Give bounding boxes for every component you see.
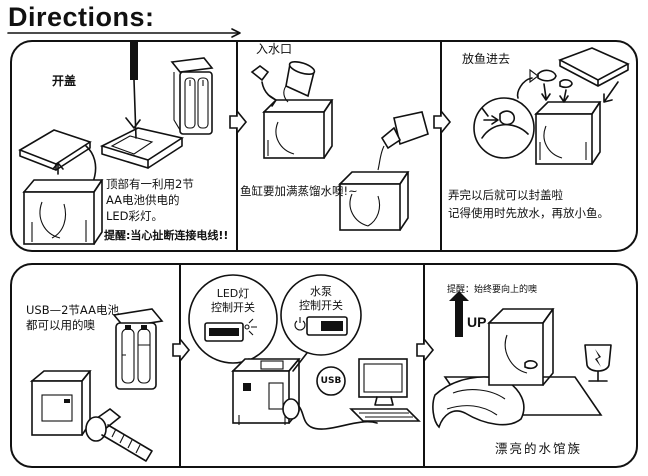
usb-badge-circle <box>316 366 346 396</box>
up-arrow-icon <box>449 291 469 337</box>
step-6-caption: 漂亮的水馆族 <box>495 441 583 456</box>
arrow-right-icon <box>433 108 452 136</box>
water-bottle-icon <box>377 111 429 171</box>
step-2-panel: 入水口 鱼缸要加满蒸馏水噢!~ <box>238 42 440 250</box>
step-2-illustration <box>250 60 429 231</box>
step-4-description: USB—2节AA电池 都可以用的噢 <box>26 303 119 332</box>
fish-tank-icon <box>262 99 334 159</box>
battery-icon <box>112 308 164 390</box>
title-underline <box>7 28 241 38</box>
zoom-circle <box>473 97 535 159</box>
lamp-lid-icon <box>558 47 630 87</box>
battery-icon <box>170 57 214 135</box>
step-1-panel: 开盖 <box>12 42 236 250</box>
monitor-icon <box>349 358 421 422</box>
lamp-lid-icon <box>18 129 92 171</box>
step-5-illustration <box>188 274 421 430</box>
usb-plug-icon <box>85 408 153 462</box>
step-1-warning: 提醒:当心扯断连接电线!! <box>104 229 229 242</box>
step-1-label: 开盖 <box>52 74 77 88</box>
step-2-description: 鱼缸要加满蒸馏水噢!~ <box>240 184 358 198</box>
screwdriver-icon <box>125 42 141 139</box>
up-label: UP <box>467 314 487 330</box>
divider <box>440 40 442 252</box>
usb-badge: USB <box>320 376 342 386</box>
water-cup-icon <box>283 60 316 103</box>
fragile-glass-icon <box>584 344 612 382</box>
fish-tank-icon <box>534 101 602 165</box>
step-6-illustration <box>432 291 612 429</box>
divider <box>236 40 238 252</box>
arrow-right-icon <box>416 336 435 364</box>
fish-tank-icon <box>231 358 301 425</box>
power-icon <box>294 317 306 331</box>
arrow-right-icon <box>229 108 248 136</box>
step-3-description: 弄完以后就可以封盖啦 记得使用时先放水，再放小鱼。 <box>448 188 609 220</box>
step-4-illustration <box>29 308 164 462</box>
step-1-illustration <box>18 42 214 245</box>
led-switch-label: LED灯 控制开关 <box>211 287 255 314</box>
arrow-right-icon <box>172 336 191 364</box>
divider <box>179 263 181 468</box>
lid-base-icon <box>99 127 185 169</box>
step-1-description: 顶部有一利用2节 AA电池供电的 LED彩灯。 <box>106 177 194 223</box>
page-title: Directions: <box>8 2 155 32</box>
step-4-panel: USB—2节AA电池 都可以用的噢 <box>12 265 179 466</box>
led-icon <box>244 318 257 336</box>
step-6-hint: 提醒：始终要向上的噢 <box>447 285 538 295</box>
step-3-panel: 放鱼进去 弄完以后就可以封盖啦 记得使用时先放水，再放小鱼。 <box>442 42 636 250</box>
step-2-label: 入水口 <box>256 42 293 56</box>
pump-switch-label: 水泵 控制开关 <box>299 285 343 312</box>
step-6-panel: 提醒：始终要向上的噢 UP 漂亮的水馆族 <box>425 265 636 466</box>
step-3-illustration <box>473 47 630 165</box>
step-3-label: 放鱼进去 <box>462 52 511 66</box>
fish-icon <box>499 110 516 126</box>
cap-icon <box>250 65 270 82</box>
divider <box>423 263 425 468</box>
fish-tank-icon <box>338 171 410 231</box>
fish-tank-icon <box>29 370 92 436</box>
fish-tank-icon <box>487 308 555 386</box>
step-5-panel: LED灯 控制开关 水泵 控制开关 USB <box>181 265 423 466</box>
fish-tank-icon <box>22 179 104 245</box>
fish-icon <box>529 68 573 89</box>
